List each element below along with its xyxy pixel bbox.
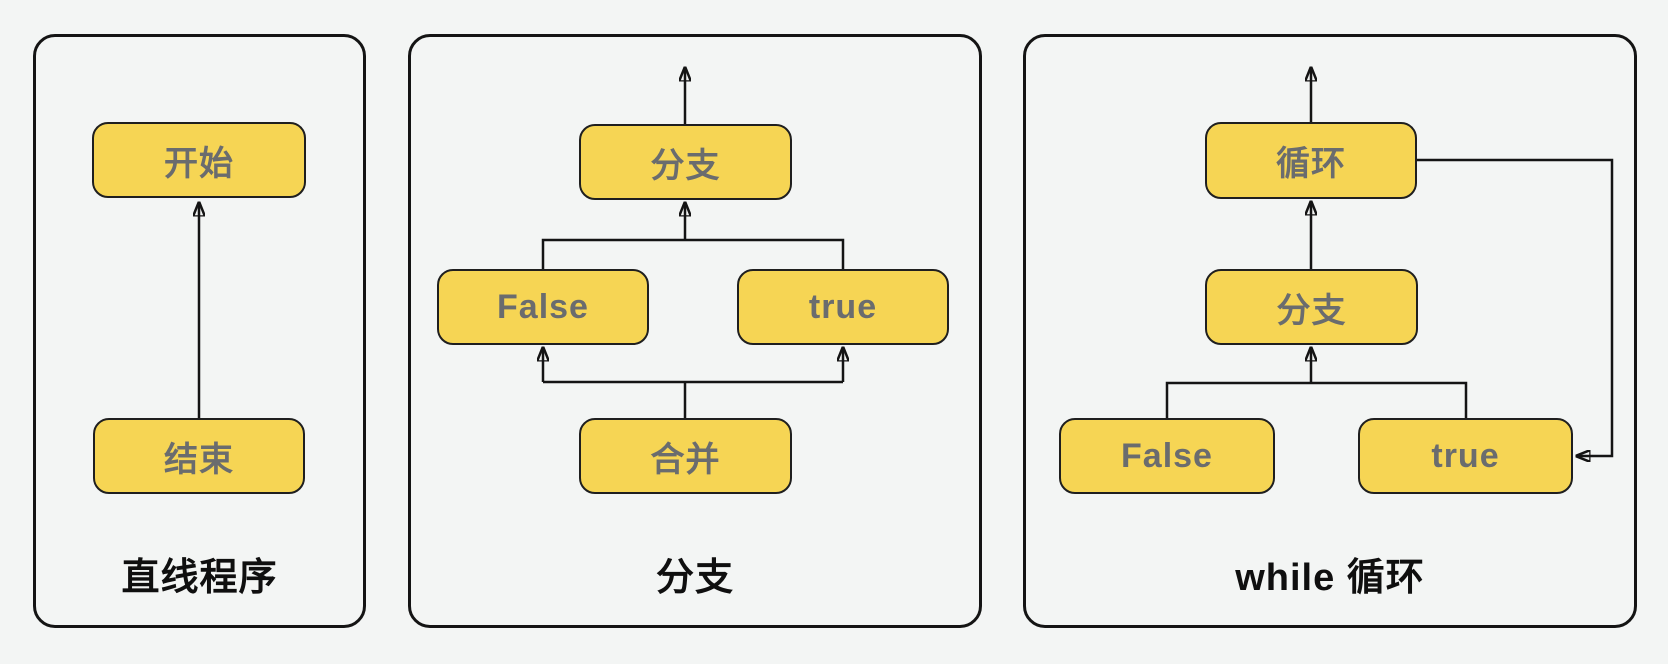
node-merge: 合并 bbox=[579, 418, 792, 494]
node-branch: 分支 bbox=[579, 124, 792, 200]
panel-straight-line-program: 开始 结束 直线程序 bbox=[33, 34, 366, 628]
branch-arrows bbox=[411, 37, 979, 418]
caption-straight-line-program: 直线程序 bbox=[121, 557, 278, 599]
straight-line-arrows bbox=[36, 37, 363, 418]
node-true: true bbox=[737, 269, 949, 345]
merge-connector-to-branch bbox=[1165, 381, 1468, 418]
panel-branch: 分支 False true 合并 分支 bbox=[408, 34, 982, 628]
merge-connector-to-branch bbox=[541, 238, 845, 269]
node-start: 开始 bbox=[92, 122, 306, 198]
node-end: 结束 bbox=[93, 418, 305, 494]
panel-while-loop: 循环 分支 False true while 循环 bbox=[1023, 34, 1637, 628]
caption-while-loop: while 循环 bbox=[1235, 557, 1425, 599]
node-false: False bbox=[1059, 418, 1275, 494]
node-true: true bbox=[1358, 418, 1573, 494]
while-loop-arrows bbox=[1165, 37, 1614, 625]
split-connector-from-merge bbox=[543, 380, 843, 418]
loop-back-arrow-to-true bbox=[1417, 158, 1614, 456]
caption-branch: 分支 bbox=[655, 557, 734, 599]
node-branch: 分支 bbox=[1205, 269, 1418, 345]
node-loop: 循环 bbox=[1205, 122, 1417, 199]
node-false: False bbox=[437, 269, 649, 345]
